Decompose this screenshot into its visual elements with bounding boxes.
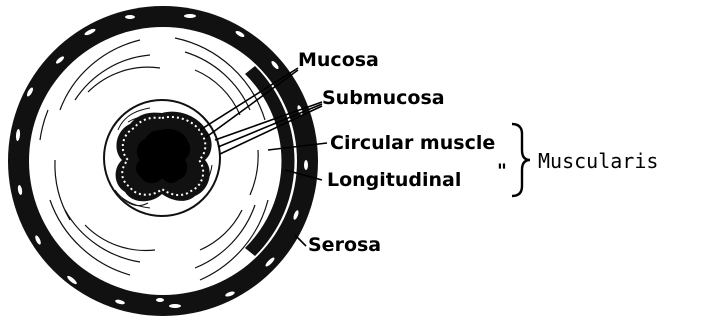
serosa-pointer (295, 235, 306, 246)
label-submucosa: Submucosa (322, 87, 445, 109)
label-circular-muscle: Circular muscle (330, 132, 495, 154)
label-muscularis: Muscularis (538, 149, 658, 173)
label-mucosa: Mucosa (298, 49, 379, 71)
label-longitudinal: Longitudinal (327, 169, 461, 191)
muscularis-brace (512, 124, 530, 196)
label-serosa: Serosa (308, 234, 381, 256)
label-ditto: " (497, 160, 507, 182)
